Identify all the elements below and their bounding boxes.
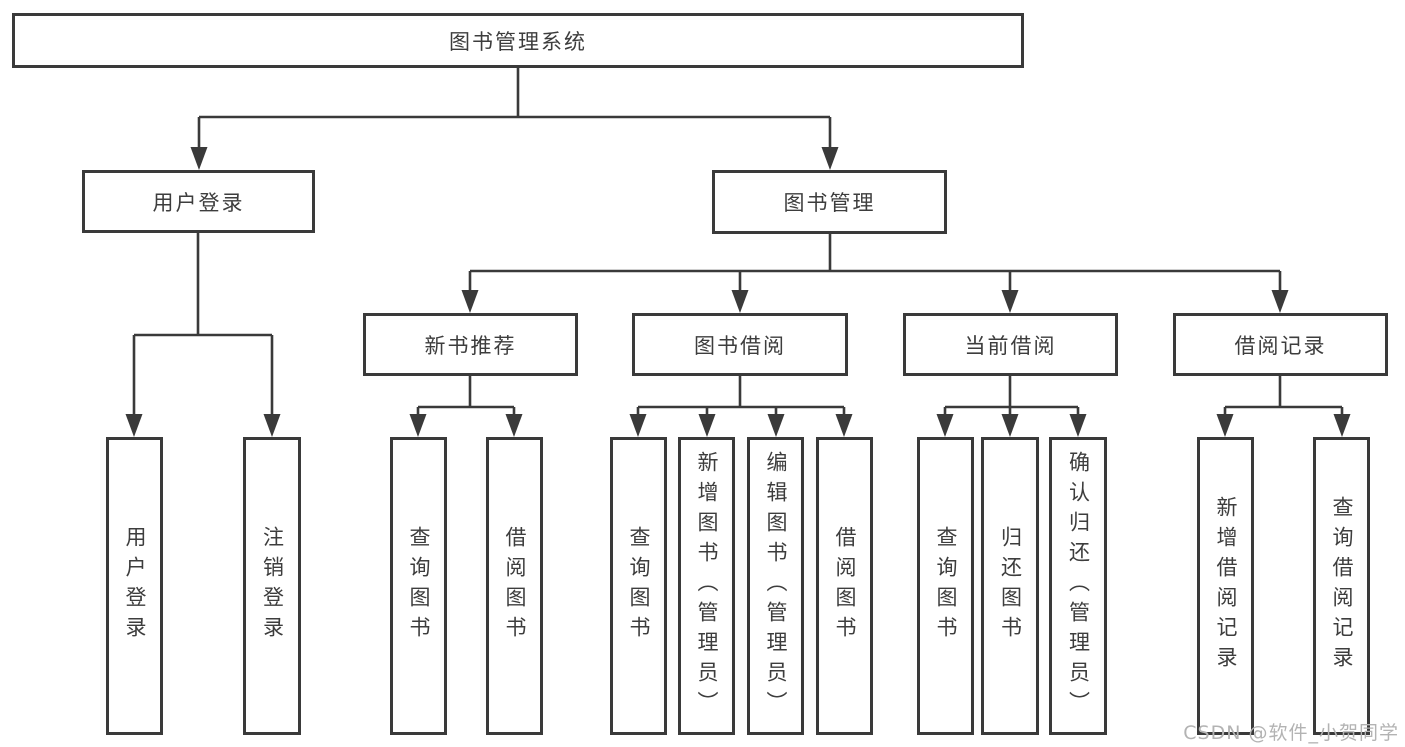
leaf-user-login: 用户登录 [106,437,163,735]
node-book-borrowing: 图书借阅 [632,313,848,376]
node-user-login: 用户登录 [82,170,315,233]
leaf-query-books: 查询图书 [610,437,667,735]
leaf-confirm-return-admin: 确认归还（管理员） [1049,437,1107,735]
leaf-edit-books-admin: 编辑图书（管理员） [747,437,804,735]
csdn-watermark: CSDN @软件_小贺同学 [1183,722,1399,744]
leaf-logout: 注销登录 [243,437,301,735]
node-book-management: 图书管理 [712,170,947,234]
leaf-query-books: 查询图书 [917,437,974,735]
node-new-book-recommendation: 新书推荐 [363,313,578,376]
leaf-borrow-books: 借阅图书 [816,437,873,735]
node-current-borrowing: 当前借阅 [903,313,1118,376]
leaf-borrow-books: 借阅图书 [486,437,543,735]
leaf-return-books: 归还图书 [981,437,1039,735]
node-borrowing-records: 借阅记录 [1173,313,1388,376]
node-library-management-system: 图书管理系统 [12,13,1024,68]
leaf-add-books-admin: 新增图书（管理员） [678,437,735,735]
leaf-query-books: 查询图书 [390,437,447,735]
leaf-add-borrow-record: 新增借阅记录 [1197,437,1254,735]
leaf-query-borrow-record: 查询借阅记录 [1313,437,1370,735]
